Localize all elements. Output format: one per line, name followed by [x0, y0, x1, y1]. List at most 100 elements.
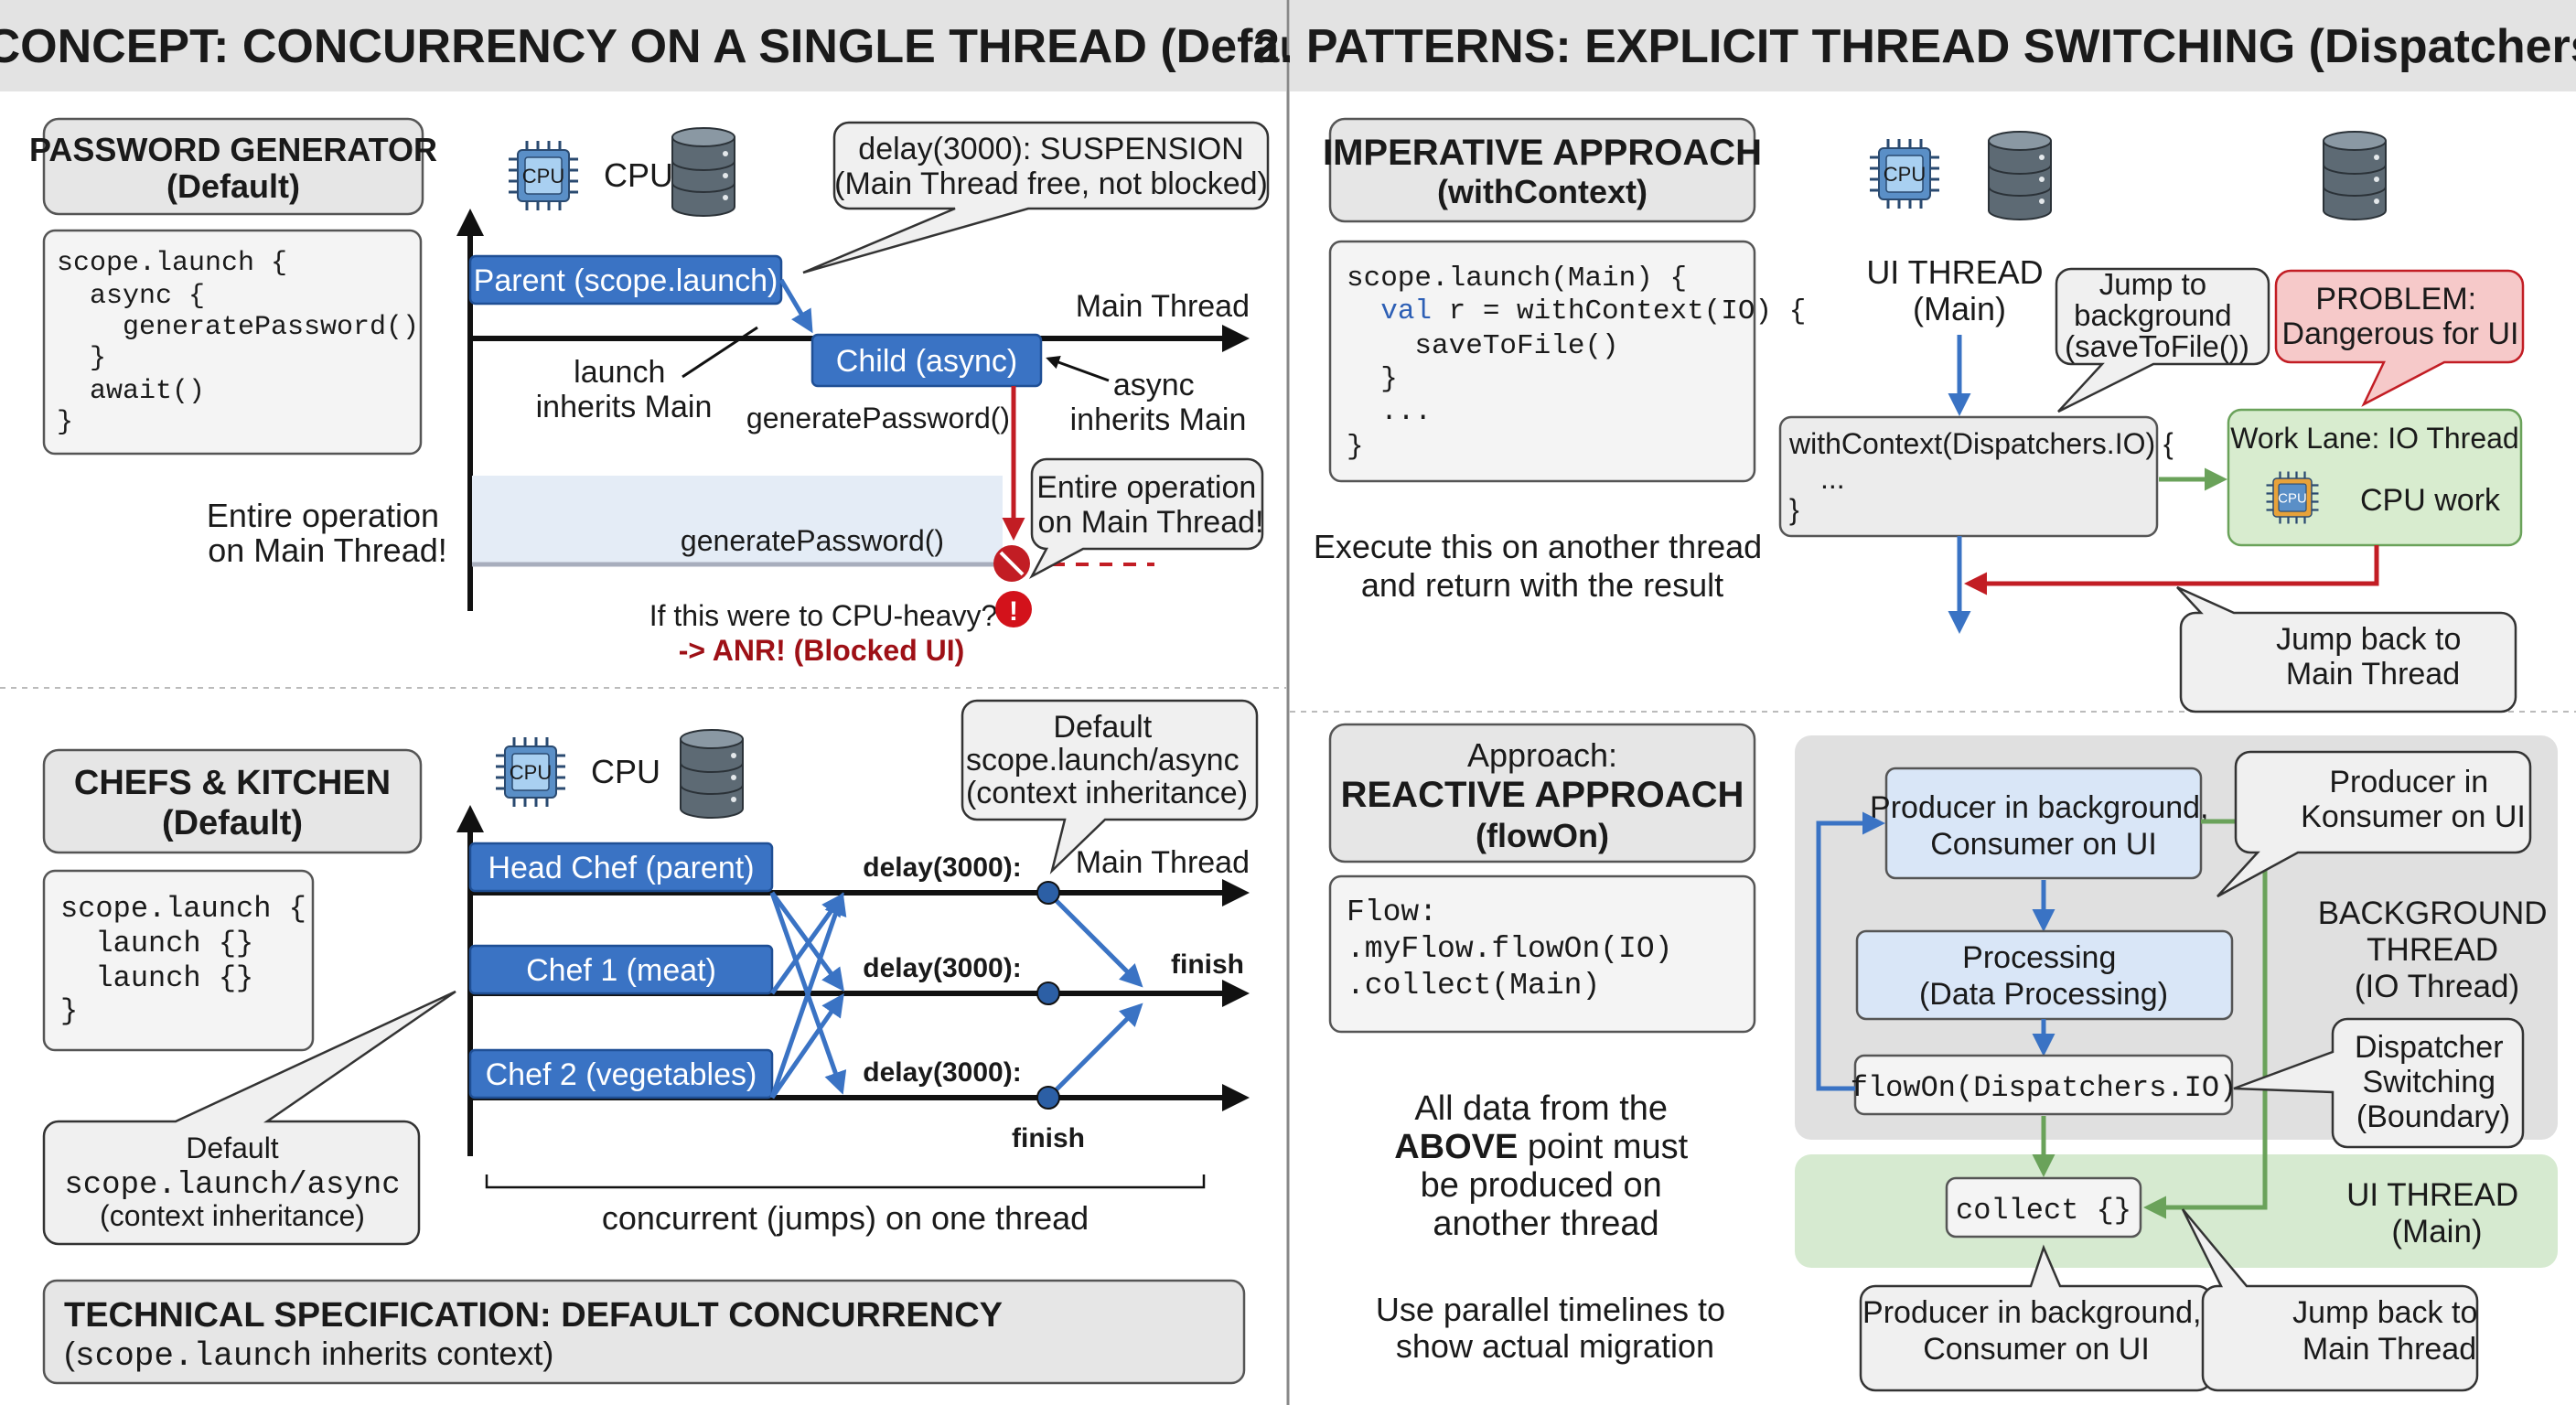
suspension-callout [802, 121, 1270, 274]
chef1-label: Chef 1 (meat) [526, 953, 716, 988]
async-pointer [1046, 356, 1110, 382]
imperative-code-box [1328, 240, 1756, 483]
imperative-title-box [1328, 117, 1756, 223]
generate-password-label-2: generatePassword() [681, 524, 944, 557]
svg-text:CPU: CPU [1884, 163, 1926, 186]
producer-text: Producer in background, Consumer on UI [1870, 790, 2217, 862]
jump-background-text: Jump to background (saveToFile()) [2065, 267, 2249, 363]
cpu-chip-icon: CPU [507, 139, 580, 212]
password-generator-title: PASSWORD GENERATOR [29, 131, 437, 168]
async-inherits-text: async inherits Main [1070, 368, 1247, 437]
delay-label-1: delay(3000): [863, 853, 1021, 883]
anr-result: -> ANR! (Blocked UI) [679, 634, 965, 667]
reactive-subtitle: (flowOn) [1476, 817, 1609, 854]
ui-thread-label: UI THREAD (Main) [1866, 253, 2052, 327]
jump-back-text: Jump back to Main Thread [2276, 622, 2470, 692]
svg-text:!: ! [1009, 596, 1018, 627]
chefs-code-box [42, 869, 315, 1052]
default-callout-bottom-3: (context inheritance) [100, 1199, 365, 1232]
producer-konsumer-callout [2216, 750, 2532, 898]
database-icon [671, 127, 735, 217]
concurrent-label: concurrent (jumps) on one thread [602, 1199, 1089, 1237]
default-callout-bottom-2: scope.launch/async [64, 1168, 400, 1203]
suspension-points [1036, 881, 1060, 1110]
collect-text: collect {} [1956, 1194, 2131, 1228]
chef-jump-arrows [769, 891, 1143, 1099]
collect-box [1945, 1176, 2142, 1239]
generate-password-label-1: generatePassword() [746, 402, 1010, 434]
reactive-code: Flow: .myFlow.flowOn(IO) .collect(Main) [0, 0, 1764, 1003]
blocked-icon [993, 545, 1030, 582]
database-icon-2 [680, 729, 744, 819]
default-callout-top [961, 699, 1259, 874]
return-arrow [1964, 545, 2379, 595]
cpu-label-2: CPU [591, 753, 660, 790]
spec-subtitle: (scope.launch inherits context) [64, 1335, 553, 1375]
spec-box [42, 1279, 1246, 1385]
flowon-loop-arrow [1816, 811, 1885, 1091]
child-task-bar [810, 333, 1043, 388]
svg-text:CPU: CPU [522, 165, 564, 188]
reactive-approach-label: Approach: [1467, 736, 1617, 774]
jump-back-callout [2176, 585, 2517, 713]
spec-title: TECHNICAL SPECIFICATION: DEFAULT CONCURR… [64, 1296, 1003, 1335]
left-header: 1. CONCEPT: CONCURRENCY ON A SINGLE THRE… [0, 20, 1353, 73]
finish-label-1: finish [1171, 949, 1244, 980]
anr-question: If this were to CPU-heavy? [649, 599, 998, 632]
io-work-lane-title: Work Lane: IO Thread [2230, 422, 2518, 455]
chefs-main-thread-label: Main Thread [1076, 845, 1250, 880]
entire-operation-callout-text: Entire operation on Main Thread! [1036, 470, 1265, 540]
bottom-producer-text: Producer in background, Consumer on UI [1862, 1295, 2210, 1367]
right-header-bar [1290, 0, 2576, 91]
reactive-code-box [1328, 874, 1756, 1034]
head-chef-label: Head Chef (parent) [488, 851, 754, 885]
bottom-jump-back-text: Jump back to Main Thread [2292, 1295, 2486, 1367]
parent-to-child-arrow [778, 278, 813, 334]
database-icon-3 [1988, 131, 2052, 220]
entire-operation-left: Entire operation on Main Thread! [207, 497, 448, 569]
svg-text:CPU: CPU [2278, 490, 2307, 506]
main-thread-label: Main Thread [1076, 289, 1250, 324]
finish-label-2: finish [1012, 1123, 1085, 1153]
cpu-heavy-zone [472, 476, 1003, 563]
cpu-chip-icon-3: CPU [1868, 137, 1941, 210]
parent-task-label: Parent (scope.launch) [474, 263, 778, 298]
suspension-text-1: delay(3000): SUSPENSION [858, 132, 1243, 166]
cpu-chip-icon-2: CPU [494, 735, 567, 809]
chefs-title-box [42, 748, 423, 854]
svg-text:CPU: CPU [510, 761, 552, 784]
password-code: scope.launch { async { generatePassword(… [0, 0, 501, 438]
ui-thread-lane-label: UI THREAD (Main) [2346, 1177, 2528, 1249]
right-header: 2. PATTERNS: EXPLICIT THREAD SWITCHING (… [1253, 20, 2576, 73]
producer-konsumer-text: Producer in Konsumer on UI [2301, 765, 2526, 834]
entire-operation-callout [1028, 457, 1264, 580]
problem-text: PROBLEM: Dangerous for UI [2282, 282, 2519, 351]
default-callout-top-text: Default scope.launch/async (context inhe… [966, 710, 1248, 810]
dispatcher-text: Dispatcher Switching (Boundary) [2355, 1030, 2512, 1134]
parallel-timelines-note: Use parallel timelines to show actual mi… [1376, 1291, 1734, 1365]
reactive-title: REACTIVE APPROACH [1341, 775, 1744, 815]
all-data-note: All data from the ABOVE point must be pr… [1394, 1089, 1698, 1243]
imperative-description: Execute this on another thread and retur… [1314, 528, 1771, 604]
dispatcher-callout [2233, 1017, 2525, 1149]
jump-back-green-arrow [2143, 819, 2268, 1219]
flowon-box [1853, 1054, 2234, 1116]
processing-text: Processing (Data Processing) [1919, 940, 2168, 1012]
chefs-code: scope.launch { launch {} launch {} } [0, 0, 394, 1028]
password-code-box [42, 229, 423, 456]
default-callout-bottom [42, 990, 456, 1246]
cpu-chip-icon-4: CPU [2266, 471, 2319, 524]
reactive-title-box [1328, 723, 1756, 863]
imperative-subtitle: (withContext) [1437, 173, 1648, 210]
launch-pointer [682, 326, 758, 379]
child-task-label: Child (async) [836, 344, 1017, 379]
left-header-bar [0, 0, 1286, 91]
with-context-code: withContext(Dispatchers.IO) { ... } [1788, 427, 2182, 526]
bottom-producer-callout [1859, 1244, 2214, 1392]
cpu-work-label: CPU work [2360, 483, 2501, 518]
bottom-jump-back-callout [2181, 1208, 2479, 1392]
chef1-bar [468, 944, 774, 995]
background-thread-label: BACKGROUND THREAD (IO Thread) [2318, 896, 2557, 1004]
database-icon-4 [2323, 131, 2387, 220]
